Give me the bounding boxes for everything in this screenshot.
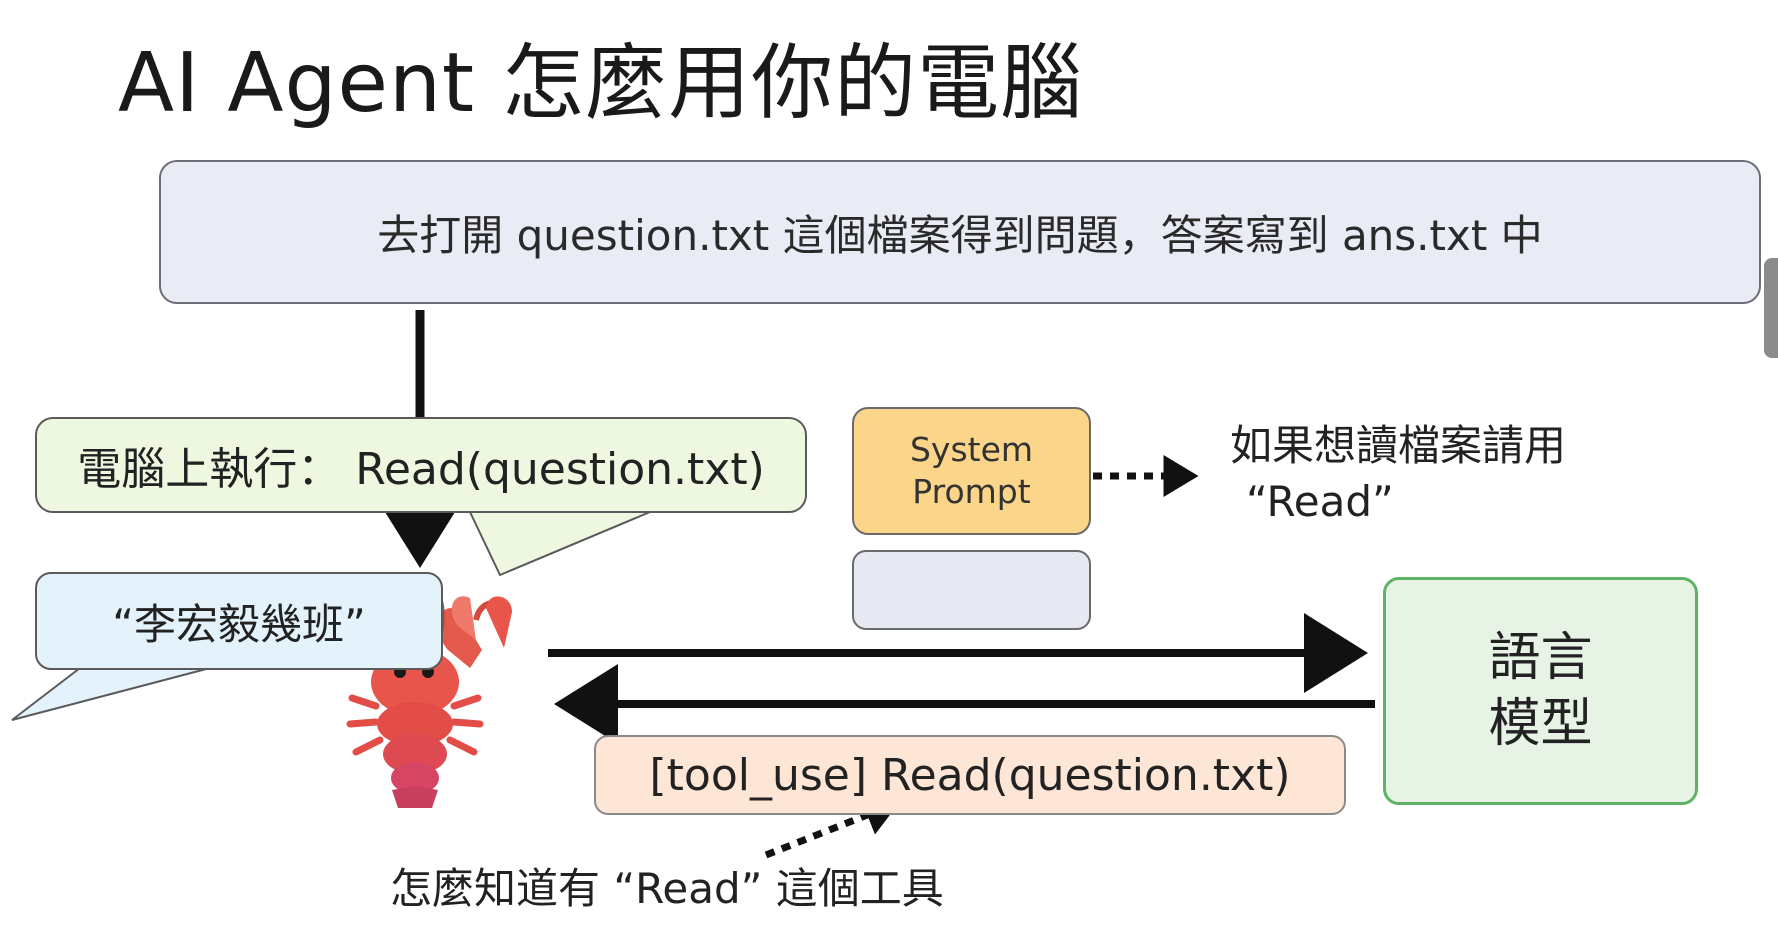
question-arrow [764,795,900,859]
system-note-line2: “Read” [1246,477,1394,526]
system-prompt-note: 如果想讀檔案請用 “Read” [1230,418,1566,530]
system-prompt-line2: Prompt [912,472,1031,511]
task-prompt-box: 去打開 question.txt 這個檔案得到問題，答案寫到 ans.txt 中 [159,160,1761,304]
lobster-icon [346,595,512,808]
system-prompt-line1: System [909,430,1034,469]
page-title: AI Agent 怎麼用你的電腦 [118,36,1084,131]
side-scroll-tab[interactable] [1764,258,1778,358]
question-note: 怎麼知道有 “Read” 這個工具 [390,864,944,913]
file-content-bubble: “李宏毅幾班” [35,572,443,670]
language-model-line2: 模型 [1488,694,1593,754]
file-content-text: “李宏毅幾班” [112,599,366,649]
computer-exec-bubble: 電腦上執行： Read(question.txt) [35,417,807,513]
language-model-line1: 語言 [1488,628,1593,688]
exec-bubble-tail [468,511,651,577]
language-model-box: 語言 模型 [1383,577,1698,805]
task-prompt-text: 去打開 question.txt 這個檔案得到問題，答案寫到 ans.txt 中 [377,210,1543,260]
system-note-line1: 如果想讀檔案請用 [1230,421,1567,470]
context-placeholder-box [852,550,1091,630]
system-prompt-box: System Prompt [852,407,1091,535]
computer-exec-text: 電腦上執行： Read(question.txt) [77,444,765,495]
tool-call-box: [tool_use] Read(question.txt) [594,735,1346,815]
tool-call-text: [tool_use] Read(question.txt) [649,749,1291,801]
answer-bubble-tail [11,667,211,721]
